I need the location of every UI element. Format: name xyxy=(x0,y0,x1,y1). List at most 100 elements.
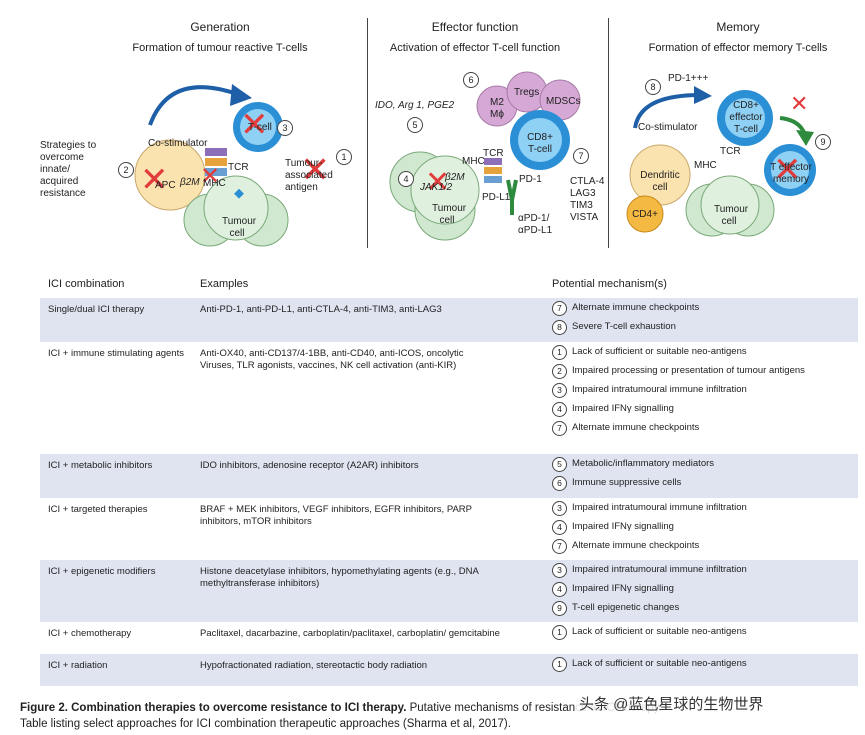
panel-subtitle-effector: Activation of effector T-cell function xyxy=(389,42,561,54)
tregs-label: Tregs xyxy=(514,87,540,98)
mechanism-text: T-cell epigenetic changes xyxy=(572,602,680,613)
panel-title-effector: Effector function xyxy=(431,20,519,34)
mechanisms-cell: 3 Impaired intratumoural immune infiltrat… xyxy=(552,501,852,559)
pd1-label: PD-1+++ xyxy=(668,73,709,84)
examples-cell: Histone deacetylase inhibitors, hypometh… xyxy=(200,566,479,589)
combination-cell: ICI + chemotherapy xyxy=(48,628,132,639)
cross-icon: ✕ xyxy=(773,150,802,190)
mhc-label: MHC xyxy=(694,160,717,171)
panel-divider xyxy=(608,18,609,248)
mechanism-text: Immune suppressive cells xyxy=(572,477,682,488)
mechanism-item: 6 Immune suppressive cells xyxy=(552,476,852,491)
mechanism-number: 1 xyxy=(552,345,567,360)
mdscs-label: MDSCs xyxy=(546,96,581,107)
strategies-label: Strategies to overcome innate/ acquired … xyxy=(40,140,97,199)
mechanism-item: 7 Alternate immune checkpoints xyxy=(552,539,852,554)
b2m-label: β2M xyxy=(445,172,465,183)
jak-label: JAK1/2 xyxy=(420,182,453,193)
mechanism-number: 5 xyxy=(552,457,567,472)
cross-icon: ✕ xyxy=(425,165,451,200)
combination-cell: ICI + metabolic inhibitors xyxy=(48,460,153,471)
mechanism-text: Alternate immune checkpoints xyxy=(572,302,700,313)
watermark: 头条 @蓝色星球的生物世界 xyxy=(575,693,768,714)
tumour-cell-label: Tumour cell xyxy=(714,204,749,227)
panel-divider xyxy=(367,18,368,248)
examples-cell: IDO inhibitors, adenosine receptor (A2AR… xyxy=(200,460,419,471)
cd8-label: CD8+ T-cell xyxy=(527,132,553,155)
marker-4: 4 xyxy=(398,171,414,187)
table-row: ICI + epigenetic modifiers Histone deacet… xyxy=(40,560,858,622)
combination-cell: ICI + targeted therapies xyxy=(48,504,148,515)
mechanism-item: 5 Metabolic/inflammatory mediators xyxy=(552,457,852,472)
header-combination: ICI combination xyxy=(48,278,125,290)
examples-cell: Paclitaxel, dacarbazine, carboplatin/pac… xyxy=(200,628,500,639)
mechanism-text: Impaired intratumoural immune infiltrati… xyxy=(572,384,747,395)
combination-cell: ICI + epigenetic modifiers xyxy=(48,566,156,577)
mechanism-number: 4 xyxy=(552,520,567,535)
mechanisms-cell: 5 Metabolic/inflammatory mediators 6 Immune… xyxy=(552,457,852,496)
examples-cell: Anti-OX40, anti-CD137/4-1BB, anti-CD40, … xyxy=(200,348,464,371)
tumour-shape xyxy=(700,175,760,235)
mechanism-number: 2 xyxy=(552,364,567,379)
cross-icon: ✕ xyxy=(790,92,809,117)
mechanism-text: Alternate immune checkpoints xyxy=(572,540,700,551)
antibody-icon xyxy=(506,179,518,215)
mechanism-text: Lack of sufficient or suitable neo-antig… xyxy=(572,658,747,669)
examples-cell: Hypofractionated radiation, stereotactic… xyxy=(200,660,428,671)
antibody-label: αPD-1/ αPD-L1 xyxy=(518,213,553,236)
diagram-graphics xyxy=(134,71,816,247)
header-examples: Examples xyxy=(200,278,249,290)
arrow-icon xyxy=(148,85,241,126)
mechanism-number: 7 xyxy=(552,539,567,554)
marker-7: 7 xyxy=(573,148,589,164)
mechanism-text: Lack of sufficient or suitable neo-antig… xyxy=(572,626,747,637)
mechanism-item: 2 Impaired processing or presentation of … xyxy=(552,364,852,379)
mechanism-text: Impaired intratumoural immune infiltrati… xyxy=(572,502,747,513)
mechanism-number: 6 xyxy=(552,476,567,491)
table-header: ICI combination Examples Potential mecha… xyxy=(40,268,858,298)
tumour-shape xyxy=(203,175,269,241)
marker-5: 5 xyxy=(407,117,423,133)
marker-9: 9 xyxy=(815,134,831,150)
panel-title-generation: Generation xyxy=(190,20,250,34)
marker-8: 8 xyxy=(645,79,661,95)
caption-bold: Figure 2. Combination therapies to overc… xyxy=(20,702,407,714)
co-stimulator-label: Co-stimulator xyxy=(148,138,208,149)
mechanism-number: 7 xyxy=(552,421,567,436)
tcr-label: TCR xyxy=(720,146,741,157)
tumour-cell-label: Tumour cell xyxy=(432,203,467,226)
mechanism-number: 3 xyxy=(552,501,567,516)
mechanism-text: Lack of sufficient or suitable neo-antig… xyxy=(572,346,747,357)
mechanism-text: Impaired processing or presentation of t… xyxy=(572,365,805,376)
apc-label: APC xyxy=(155,180,176,191)
mhc-label: MHC xyxy=(203,178,226,189)
marker-2: 2 xyxy=(118,162,134,178)
examples-cell: BRAF + MEK inhibitors, VEGF inhibitors, … xyxy=(200,504,472,527)
mechanism-text: Impaired IFNγ signalling xyxy=(572,521,674,532)
b2m-label: β2M xyxy=(180,177,200,188)
mhc-label: MHC xyxy=(462,156,485,167)
marker-3: 3 xyxy=(277,120,293,136)
mechanism-number: 3 xyxy=(552,383,567,398)
teff-memory-label: T effector memory xyxy=(770,162,812,185)
pd1-label: PD-1 xyxy=(519,174,542,185)
ido-label: IDO, Arg 1, PGE2 xyxy=(375,100,455,111)
mechanism-text: Metabolic/inflammatory mediators xyxy=(572,458,715,469)
mechanism-number: 4 xyxy=(552,402,567,417)
pdl1-label: PD-L1 xyxy=(482,192,511,203)
combination-cell: Single/dual ICI therapy xyxy=(48,304,145,315)
table-row: ICI + targeted therapies BRAF + MEK inhib… xyxy=(40,498,858,560)
combination-cell: ICI + radiation xyxy=(48,660,108,671)
mechanism-text: Impaired IFNγ signalling xyxy=(572,583,674,594)
mechanism-text: Impaired intratumoural immune infiltrati… xyxy=(572,564,747,575)
